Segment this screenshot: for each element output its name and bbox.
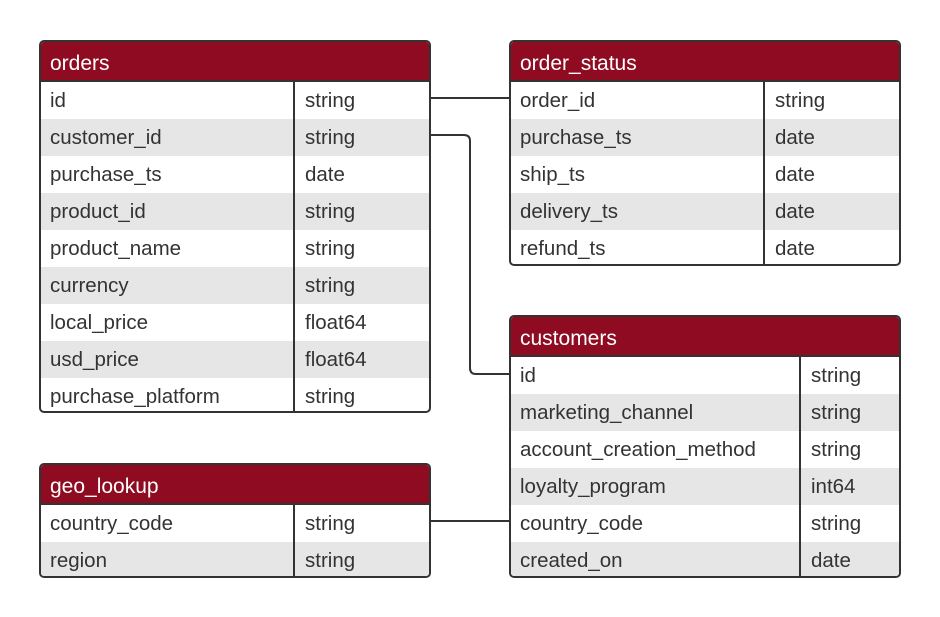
column-type: string (305, 549, 356, 572)
table-row[interactable]: usd_price float64 (41, 341, 429, 378)
column-name: country_code (41, 505, 295, 542)
column-name: loyalty_program (511, 468, 801, 505)
table-row[interactable]: marketing_channel string (511, 394, 899, 431)
column-type: string (811, 512, 862, 535)
column-name: local_price (41, 304, 295, 341)
column-type: date (775, 163, 815, 186)
table-row[interactable]: delivery_ts date (511, 193, 899, 230)
table-row[interactable]: product_name string (41, 230, 429, 267)
table-row[interactable]: customer_id string (41, 119, 429, 156)
column-type: string (811, 401, 862, 424)
column-name: order_id (511, 82, 765, 119)
table-row[interactable]: ship_ts date (511, 156, 899, 193)
table-row[interactable]: purchase_ts date (511, 119, 899, 156)
column-name: marketing_channel (511, 394, 801, 431)
column-type: string (305, 200, 356, 223)
column-type: date (811, 549, 851, 572)
table-row[interactable]: loyalty_program int64 (511, 468, 899, 505)
column-name: id (511, 357, 801, 394)
entity-title: customers (511, 317, 899, 357)
column-name: purchase_platform (41, 378, 295, 411)
column-type: string (305, 237, 356, 260)
entity-title: orders (41, 42, 429, 82)
column-name: ship_ts (511, 156, 765, 193)
column-type: string (775, 89, 826, 112)
column-name: customer_id (41, 119, 295, 156)
column-type: int64 (811, 475, 856, 498)
table-row[interactable]: country_code string (511, 505, 899, 542)
column-name: country_code (511, 505, 801, 542)
column-name: currency (41, 267, 295, 304)
column-type: string (305, 89, 356, 112)
table-row[interactable]: id string (41, 82, 429, 119)
column-type: string (305, 512, 356, 535)
table-row[interactable]: order_id string (511, 82, 899, 119)
table-row[interactable]: region string (41, 542, 429, 576)
table-row[interactable]: purchase_ts date (41, 156, 429, 193)
column-type: date (305, 163, 345, 186)
column-type: float64 (305, 348, 367, 371)
entity-title: order_status (511, 42, 899, 82)
column-name: product_id (41, 193, 295, 230)
table-row[interactable]: refund_ts date (511, 230, 899, 264)
table-row[interactable]: country_code string (41, 505, 429, 542)
entity-title: geo_lookup (41, 465, 429, 505)
column-name: product_name (41, 230, 295, 267)
column-name: region (41, 542, 295, 576)
column-type: string (811, 438, 862, 461)
table-row[interactable]: product_id string (41, 193, 429, 230)
column-name: created_on (511, 542, 801, 576)
column-type: string (305, 385, 356, 408)
column-type: string (811, 364, 862, 387)
column-type: date (775, 200, 815, 223)
column-name: account_creation_method (511, 431, 801, 468)
table-row[interactable]: purchase_platform string (41, 378, 429, 411)
column-name: refund_ts (511, 230, 765, 264)
column-name: purchase_ts (41, 156, 295, 193)
table-row[interactable]: local_price float64 (41, 304, 429, 341)
table-row[interactable]: id string (511, 357, 899, 394)
column-name: usd_price (41, 341, 295, 378)
column-type: date (775, 237, 815, 260)
link-orders-customer-id-to-customers-id (430, 134, 511, 375)
column-name: purchase_ts (511, 119, 765, 156)
column-name: id (41, 82, 295, 119)
column-type: string (305, 274, 356, 297)
column-type: float64 (305, 311, 367, 334)
table-row[interactable]: created_on date (511, 542, 899, 576)
table-row[interactable]: account_creation_method string (511, 431, 899, 468)
column-type: date (775, 126, 815, 149)
column-name: delivery_ts (511, 193, 765, 230)
table-row[interactable]: currency string (41, 267, 429, 304)
column-type: string (305, 126, 356, 149)
